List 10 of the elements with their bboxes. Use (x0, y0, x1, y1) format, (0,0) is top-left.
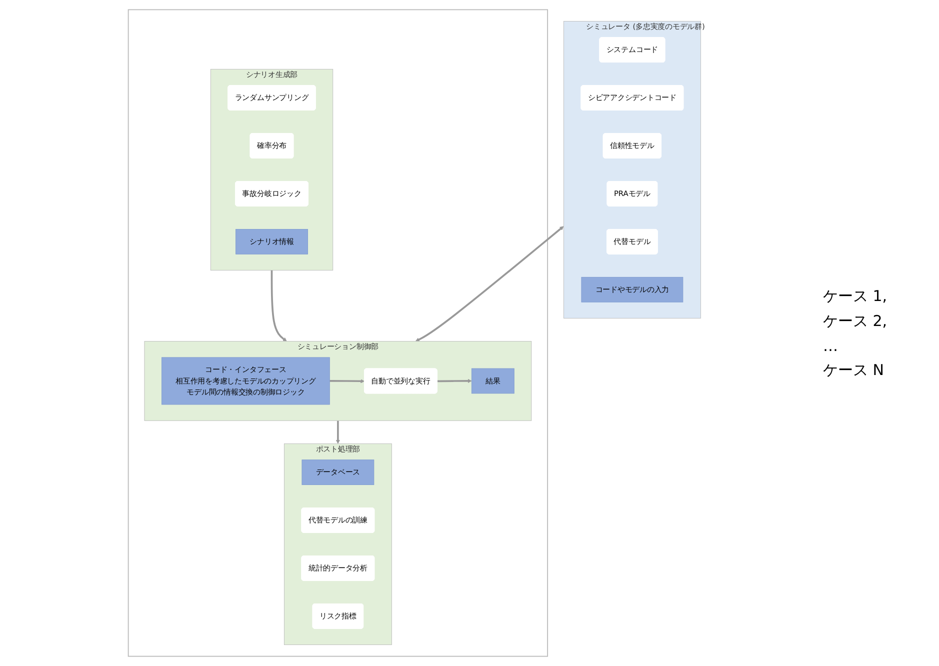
arrow (336, 420, 340, 444)
case-label: … (823, 336, 839, 354)
arrow (270, 270, 287, 342)
cluster (128, 9, 548, 657)
case-label: ケース 1, (823, 286, 888, 306)
case-label: ケース 2, (823, 312, 888, 330)
arrow (415, 226, 564, 342)
case-label: ケース N (823, 360, 885, 380)
arrow (437, 378, 472, 383)
arrow (330, 379, 365, 384)
